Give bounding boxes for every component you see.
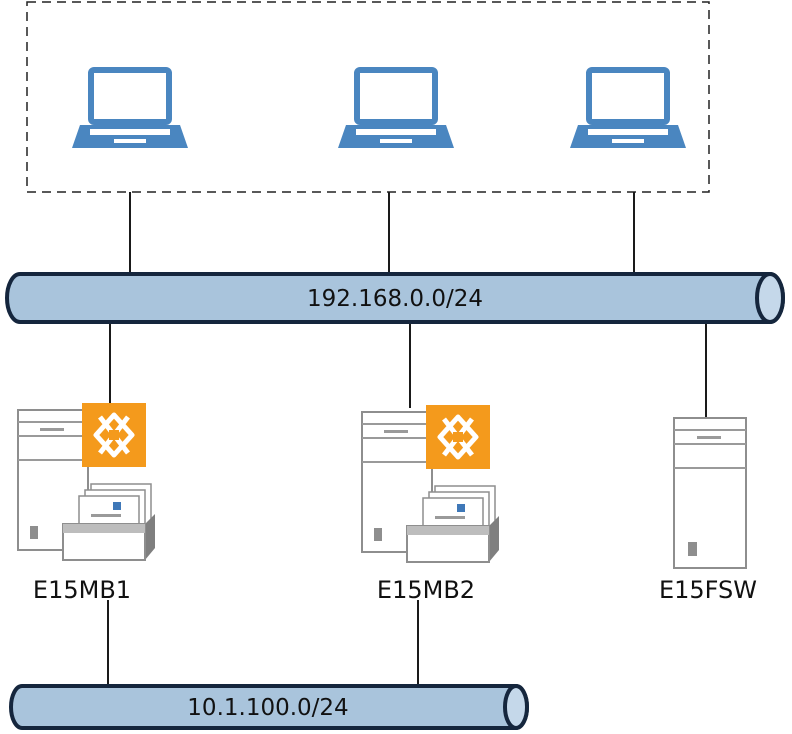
laptop-icon [338,70,454,148]
lan-network-pipe: 192.168.0.0/24 [5,272,785,324]
server-tower-icon [673,417,747,569]
client-group-box [26,1,710,193]
exchange-logo-icon [426,405,490,469]
server-mb2: E15MB2 [361,405,500,604]
server-mb1-label: E15MB1 [33,576,131,604]
lan-server-links [109,322,707,418]
lan-network-label: 192.168.0.0/24 [307,286,483,312]
laptop-icon [72,70,188,148]
server-mb1: E15MB1 [17,403,156,604]
laptop-links [129,192,635,274]
server-fsw: E15FSW [659,417,757,604]
exchange-logo-icon [82,403,146,467]
server-fsw-label: E15FSW [659,576,757,604]
laptop-icon [570,70,686,148]
replication-network-pipe: 10.1.100.0/24 [9,684,529,730]
replication-links [107,600,419,686]
server-mb2-label: E15MB2 [377,576,475,604]
replication-network-label: 10.1.100.0/24 [187,695,348,721]
